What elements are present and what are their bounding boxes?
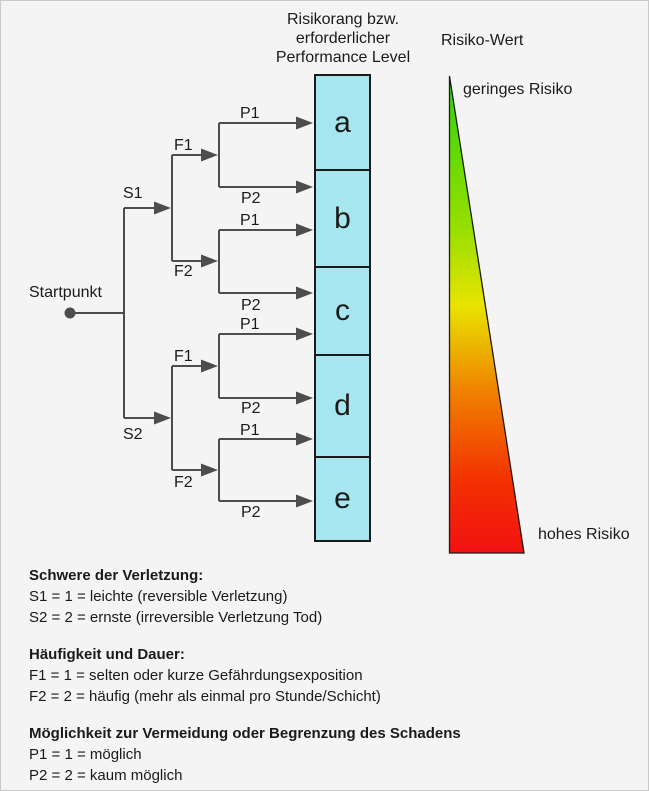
tree-connector-lines [70,122,297,502]
high-risk-label: hohes Risiko [538,526,630,543]
legend-line-p2: P2 = 2 = kaum möglich [29,767,183,784]
branch-label-s2: S2 [123,426,143,443]
performance-level-box-d: d [316,356,369,458]
risk-value-title: Risiko-Wert [441,32,524,49]
performance-level-box-b: b [316,171,369,268]
legend-heading-severity: Schwere der Verletzung: [29,567,204,584]
branch-label-f1-lower: F1 [174,348,193,365]
branch-label-p1-b: P1 [240,212,260,229]
branch-label-p2-c: P2 [241,297,261,314]
performance-level-column-title: Risikorang bzw. erforderlicher Performan… [257,10,429,67]
performance-level-box-c: c [316,268,369,356]
branch-label-p2-b: P2 [241,190,261,207]
arrowhead-icons [64,116,313,508]
legend-heading-avoidance: Möglichkeit zur Vermeidung oder Begrenzu… [29,725,461,742]
risk-gradient-triangle [448,75,525,554]
column-title-line-1: Risikorang bzw. [286,11,400,28]
legend-block-severity: Schwere der Verletzung: S1 = 1 = leichte… [29,565,461,628]
branch-label-f1-upper: F1 [174,137,193,154]
start-point-label: Startpunkt [29,284,102,301]
performance-level-box-e: e [334,482,351,515]
branch-label-f2-lower: F2 [174,474,193,491]
branch-label-p1-a: P1 [240,105,260,122]
branch-label-p2-d: P2 [241,400,261,417]
legend-line-f2: F2 = 2 = häufig (mehr als einmal pro Stu… [29,688,381,705]
legend-block-avoidance: Möglichkeit zur Vermeidung oder Begrenzu… [29,723,461,786]
legend-line-p1: P1 = 1 = möglich [29,746,142,763]
branch-label-s1: S1 [123,185,143,202]
legend-heading-frequency: Häufigkeit und Dauer: [29,646,185,663]
column-title-line-3: Performance Level [275,49,411,66]
column-title-line-2: erforderlicher [295,30,391,47]
start-point-dot [64,307,76,319]
branch-label-f2-upper: F2 [174,263,193,280]
legend-line-s1: S1 = 1 = leichte (reversible Verletzung) [29,588,288,605]
legend-line-f1: F1 = 1 = selten oder kurze Gefährdungsex… [29,667,363,684]
legend-line-s2: S2 = 2 = ernste (irreversible Verletzung… [29,609,323,626]
branch-label-p2-e: P2 [241,504,261,521]
performance-level-box-a: a [316,76,369,171]
performance-level-column: a b c d e [314,74,371,542]
branch-label-p1-d: P1 [240,422,260,439]
branch-label-p1-c: P1 [240,316,260,333]
legend-block-frequency: Häufigkeit und Dauer: F1 = 1 = selten od… [29,644,461,707]
legend: Schwere der Verletzung: S1 = 1 = leichte… [29,565,461,790]
low-risk-label: geringes Risiko [463,81,573,98]
